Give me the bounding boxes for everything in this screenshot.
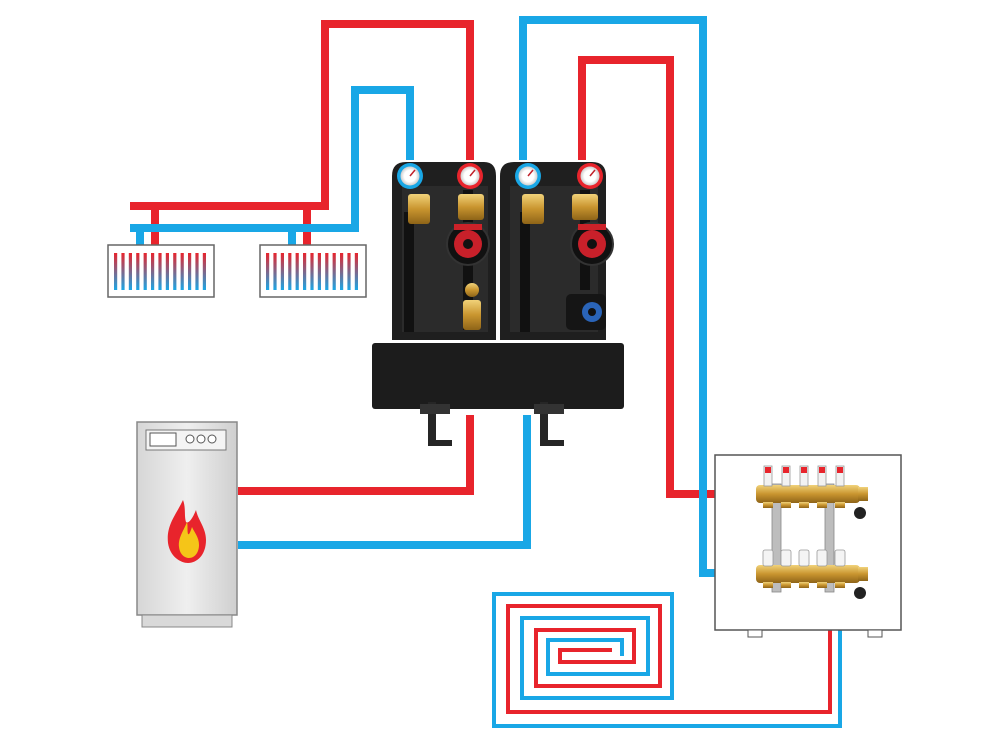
radiator-fin — [180, 253, 184, 290]
boiler-button — [185, 434, 195, 444]
manifold-cabinet — [714, 454, 902, 631]
valve-cap — [780, 549, 792, 588]
boiler-base — [141, 614, 233, 628]
floor-supply-pipe — [578, 56, 760, 498]
floor-loop-supply-coil — [506, 588, 832, 714]
thermometer-gauges — [397, 163, 603, 189]
radiator-left — [107, 244, 215, 298]
pump-right — [570, 222, 614, 266]
floor-loop-return-coil — [492, 592, 842, 728]
radiator-fin — [151, 253, 155, 290]
radiator-fin — [295, 253, 299, 290]
flowmeter — [835, 465, 845, 508]
radiator-fin — [273, 253, 277, 290]
radiator-left-fins — [114, 253, 206, 290]
thermometer-gauge — [515, 163, 541, 189]
manifold-flowmeters — [763, 465, 845, 508]
radiator-fin — [288, 253, 292, 290]
connector-right — [534, 404, 564, 414]
pump-left — [446, 222, 490, 266]
radiator-fin — [340, 253, 344, 290]
radiator-supply-pipe — [130, 20, 474, 210]
valve-cap — [816, 549, 828, 588]
radiator-fin — [202, 253, 206, 290]
brass-fitting-right-b — [572, 194, 598, 220]
thermometer-gauge — [397, 163, 423, 189]
connector-left — [420, 404, 450, 414]
boiler-display — [149, 432, 177, 447]
radiator-fin — [303, 253, 307, 290]
flowmeter — [799, 465, 809, 508]
radiator-fin — [310, 253, 314, 290]
boiler-return-pipe — [238, 415, 531, 549]
brass-fitting-right-a — [522, 194, 544, 224]
radiator-fin — [332, 253, 336, 290]
return-pipe-left — [404, 212, 414, 332]
radiator-fin — [317, 253, 321, 290]
boiler-buttons — [185, 434, 217, 444]
radiator-fin — [195, 253, 199, 290]
radiator-fin — [280, 253, 284, 290]
cabinet-foot-right — [867, 629, 883, 638]
radiator-fin — [114, 253, 118, 290]
flowmeter — [763, 465, 773, 508]
radiator-right-fins — [266, 253, 358, 290]
radiator-fin — [173, 253, 177, 290]
radiator-fin — [128, 253, 132, 290]
radiator-fin — [158, 253, 162, 290]
radiator-fin — [325, 253, 329, 290]
cabinet-foot-left — [747, 629, 763, 638]
thermometer-gauge — [457, 163, 483, 189]
radiator-fin — [143, 253, 147, 290]
valve-cap — [834, 549, 846, 588]
brass-fitting-left-a — [408, 194, 430, 224]
pump-group — [372, 162, 624, 446]
flowmeter — [817, 465, 827, 508]
underfloor-heating-loop — [492, 588, 842, 728]
valve-cap — [762, 549, 774, 588]
radiator-fin — [136, 253, 140, 290]
manifold-valve-caps — [762, 549, 846, 588]
mixing-valve-actuator — [566, 294, 606, 330]
radiator-return-pipe — [130, 86, 414, 232]
mixing-station-radiators — [392, 162, 496, 340]
radiator-fin — [121, 253, 125, 290]
boiler-button — [196, 434, 206, 444]
brass-valve-left — [465, 283, 479, 297]
supply-manifold-bar — [756, 485, 860, 503]
radiator-fin — [266, 253, 270, 290]
radiator-fin — [347, 253, 351, 290]
manifold-bracket-right — [824, 483, 835, 593]
return-manifold-bar — [756, 565, 860, 583]
manifold-bracket-left — [771, 483, 782, 593]
valve-cap — [798, 549, 810, 588]
flowmeter — [781, 465, 791, 508]
mixing-station-floor-heating — [500, 162, 614, 340]
hydraulic-separator-block — [372, 343, 624, 409]
manifold-end-valve-top — [854, 487, 868, 519]
radiator-right — [259, 244, 367, 298]
radiator-fin — [188, 253, 192, 290]
boiler-button — [207, 434, 217, 444]
manifold-end-valve-bottom — [854, 567, 868, 599]
return-pipe-right — [520, 212, 530, 332]
boiler — [136, 421, 238, 628]
brass-fitting-left-b — [458, 194, 484, 220]
radiator-fin — [165, 253, 169, 290]
boiler-supply-pipe — [238, 415, 474, 495]
radiator-fin — [354, 253, 358, 290]
brass-fitting-left-c — [463, 300, 481, 330]
thermometer-gauge — [577, 163, 603, 189]
underfloor-manifold — [714, 454, 902, 638]
flame-icon — [167, 500, 206, 563]
